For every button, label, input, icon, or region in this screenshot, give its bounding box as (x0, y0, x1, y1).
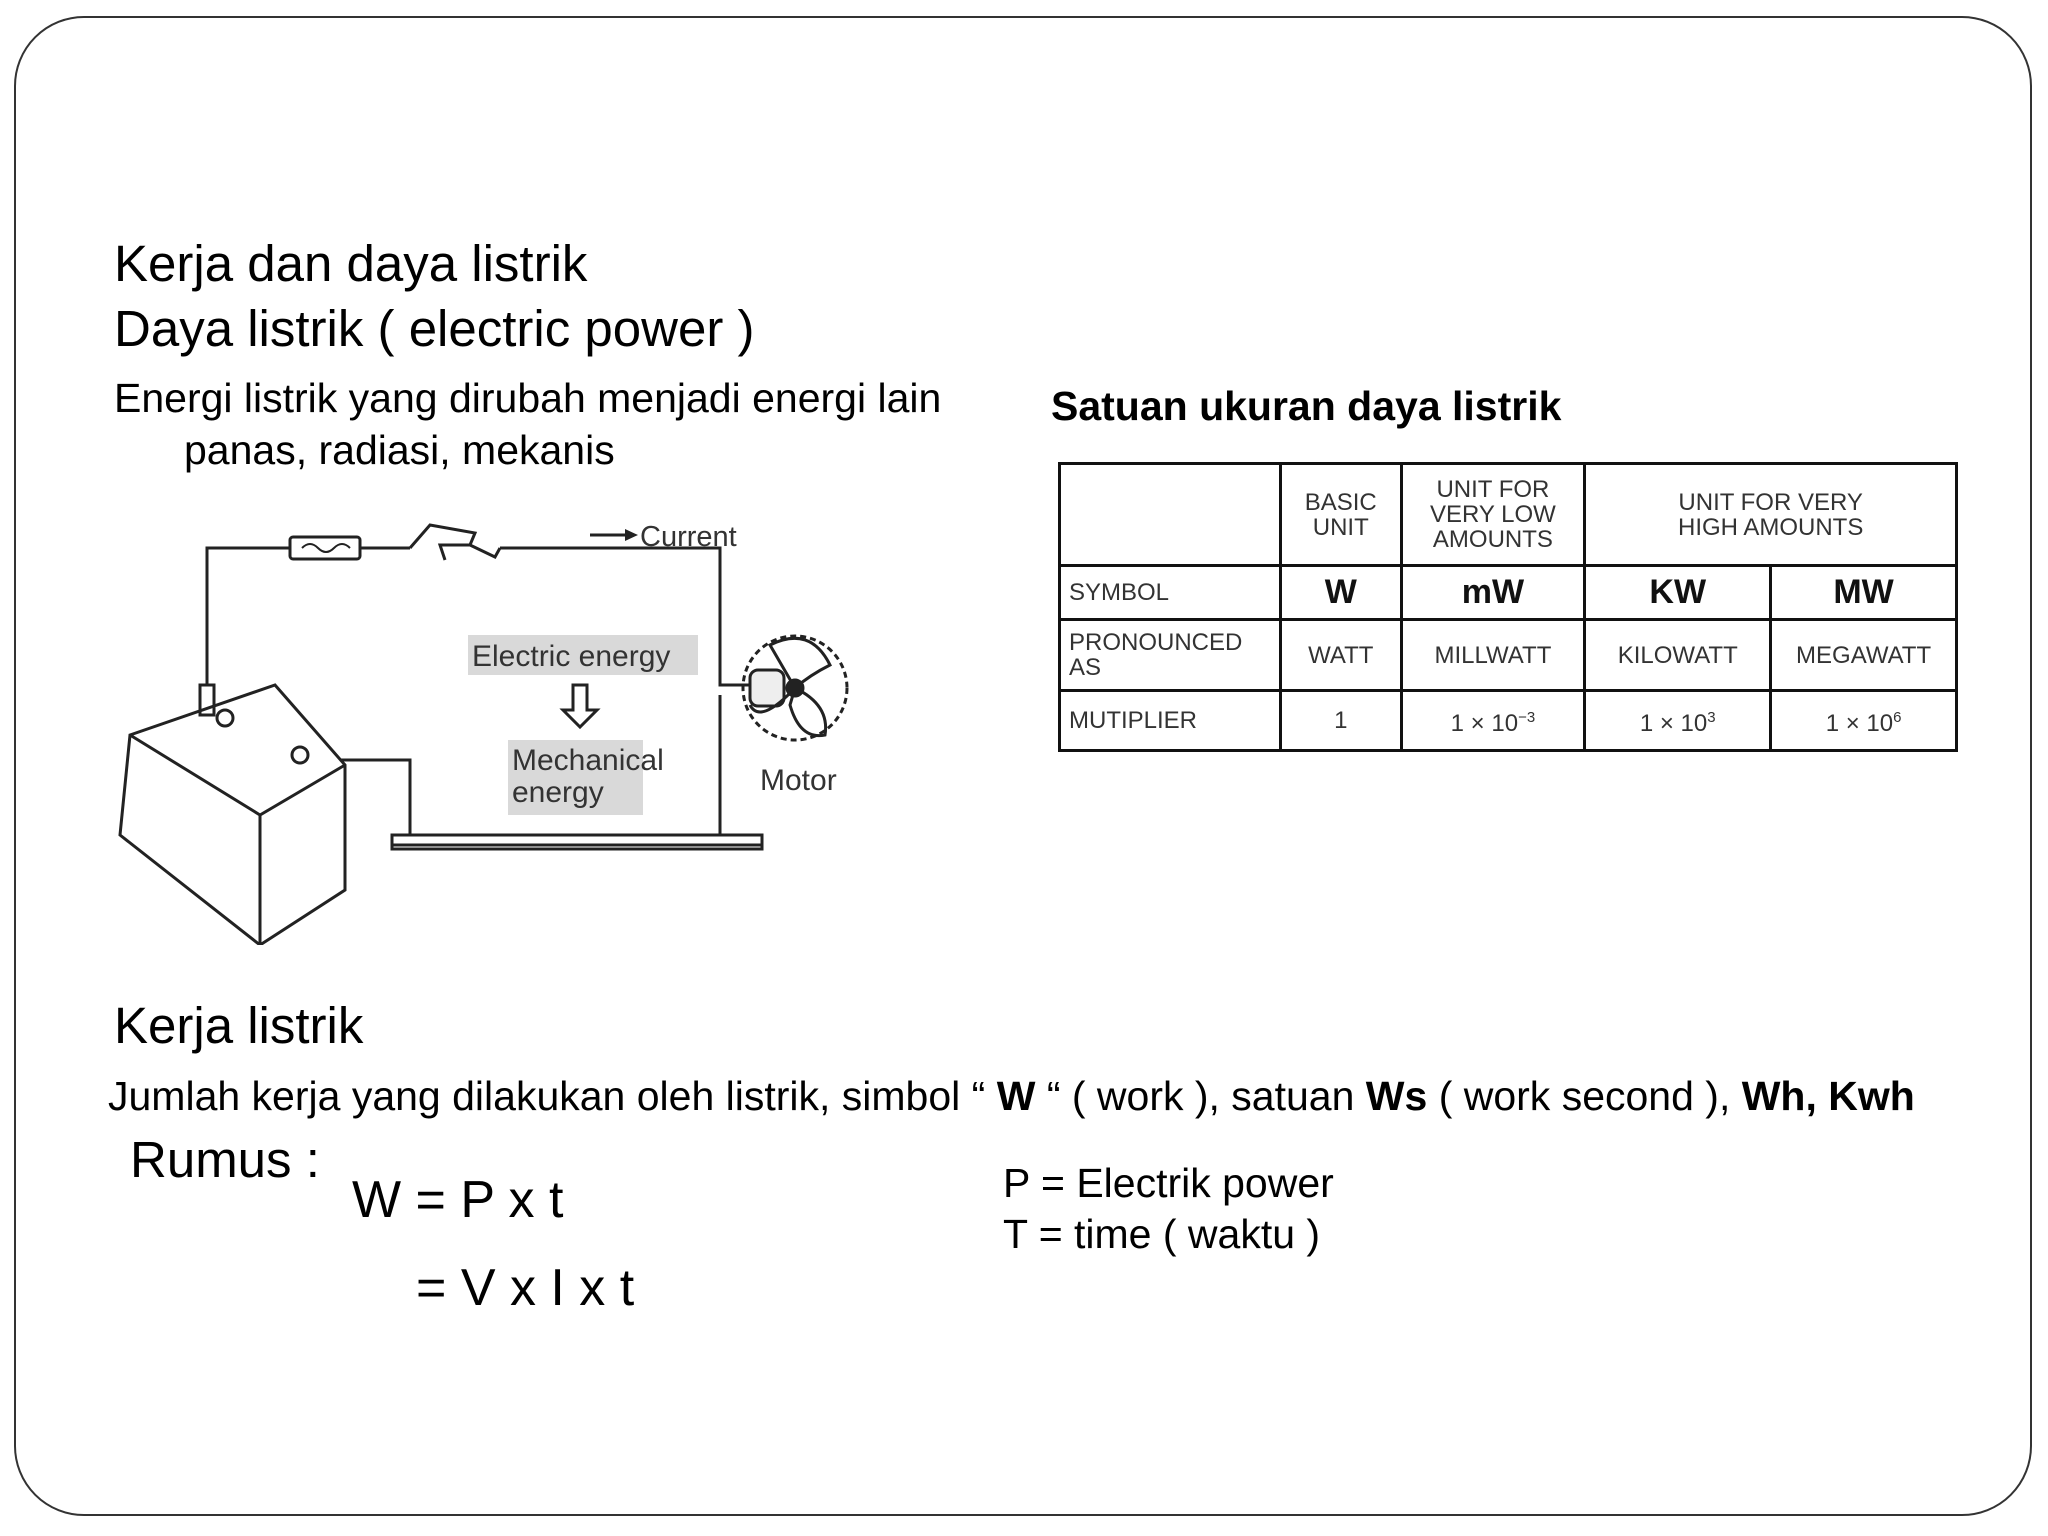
table-row-symbol: SYMBOL W mW KW MW (1058, 564, 1958, 621)
battery-icon (118, 683, 347, 945)
slide-frame (14, 16, 2032, 1516)
wire-top-left (205, 546, 290, 685)
circuit-diagram: Current Electric energy Mechanical energ… (118, 521, 849, 945)
current-arrow-icon (590, 529, 638, 541)
mechanical-energy-highlight (508, 740, 643, 815)
cell-pronounced-mega: MEGAWATT (1769, 618, 1958, 692)
description-line-1: Energi listrik yang dirubah menjadi ener… (114, 375, 942, 421)
legend-power: P = Electrik power (1003, 1160, 1334, 1206)
legend-time: T = time ( waktu ) (1003, 1211, 1321, 1257)
row-label-multiplier: MUTIPLIER (1058, 689, 1282, 752)
motor-label: Motor (760, 764, 837, 797)
electric-energy-highlight (468, 635, 698, 675)
work-sentence: Jumlah kerja yang dilakukan oleh listrik… (108, 1073, 1915, 1119)
cell-symbol-mega: MW (1769, 564, 1958, 621)
cell-pronounced-low: MILLWATT (1399, 618, 1587, 692)
table-title: Satuan ukuran daya listrik (1051, 383, 1562, 429)
row-label-symbol: SYMBOL (1058, 564, 1282, 621)
formula-power: W = P x t (352, 1171, 564, 1229)
fuse-icon (288, 535, 362, 561)
work-heading: Kerja listrik (114, 997, 364, 1054)
formula-vit: = V x I x t (416, 1259, 635, 1317)
slide-subtitle: Daya listrik ( electric power ) (114, 300, 755, 357)
energy-label: energy (512, 776, 604, 809)
cell-symbol-basic: W (1278, 564, 1403, 621)
down-arrow-icon (559, 683, 601, 730)
cell-multiplier-mega: 1 × 106 (1769, 689, 1958, 752)
table-empty-cell (1058, 462, 1282, 567)
cell-symbol-low: mW (1399, 564, 1587, 621)
current-label: Current (640, 521, 737, 553)
switch-icon (408, 523, 478, 561)
cell-multiplier-low: 1 × 10−3 (1399, 689, 1587, 752)
cell-multiplier-kilo: 1 × 103 (1583, 689, 1773, 752)
table-row-multiplier: MUTIPLIER 1 1 × 10−3 1 × 103 1 × 106 (1058, 689, 1958, 752)
cell-pronounced-kilo: KILOWATT (1583, 618, 1773, 692)
description-line-2: panas, radiasi, mekanis (184, 427, 615, 473)
cell-multiplier-basic: 1 (1278, 689, 1403, 752)
rumus-label: Rumus : (130, 1131, 320, 1188)
wire-top-right (500, 546, 750, 687)
electric-energy-label: Electric energy (472, 640, 670, 673)
cell-pronounced-basic: WATT (1278, 618, 1403, 692)
motor-fan-icon (741, 634, 849, 742)
cell-symbol-kilo: KW (1583, 564, 1773, 621)
bottom-rail (390, 833, 764, 851)
mechanical-label: Mechanical (512, 744, 664, 777)
wire-bottom (340, 758, 412, 835)
slide-title: Kerja dan daya listrik (114, 235, 588, 292)
